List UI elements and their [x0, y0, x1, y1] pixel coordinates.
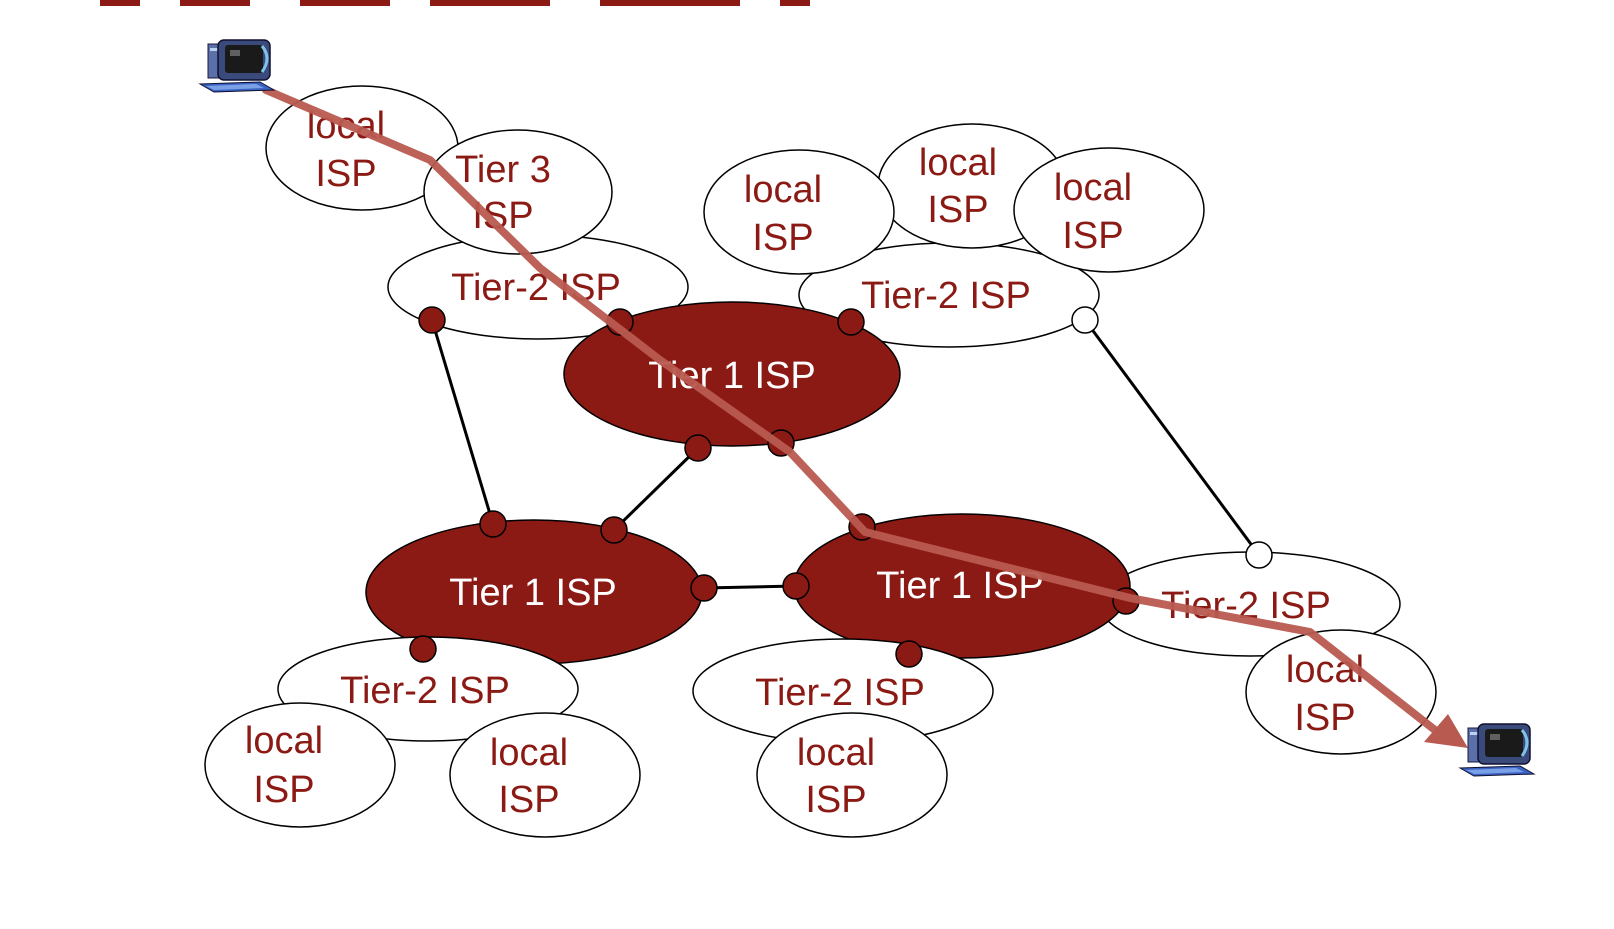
link-tier1-top-to-tier1-left — [612, 446, 700, 532]
local-isp-top-1-line2: ISP — [752, 217, 813, 259]
connection-point — [895, 640, 923, 668]
computer-icon — [1458, 723, 1536, 777]
connection-point — [479, 510, 507, 538]
local-isp-bottom-3-node: local ISP — [756, 712, 948, 838]
link-tier2-topright-to-tier2-right — [1083, 319, 1261, 556]
cut-off-title-fragment — [100, 0, 810, 6]
connection-point — [690, 574, 718, 602]
connection-point — [600, 516, 628, 544]
local-isp-right-line1: local — [1286, 649, 1364, 691]
local-isp-top-1-line1: local — [744, 169, 822, 211]
local-isp-bottom-2-node: local ISP — [449, 712, 641, 838]
connection-point — [409, 635, 437, 663]
tier1-isp-left-label: Tier 1 ISP — [449, 572, 617, 614]
tier2-isp-bottom-mid-label: Tier-2 ISP — [755, 672, 925, 714]
tier2-isp-top-right-node: Tier-2 ISP — [798, 242, 1100, 348]
local-isp-bottom-1-node: local ISP — [204, 702, 396, 828]
tier2-isp-bottom-left-label: Tier-2 ISP — [340, 670, 510, 712]
local-isp-1-line2: ISP — [315, 153, 376, 195]
local-isp-top-1-node: local ISP — [703, 149, 895, 275]
connection-point — [684, 434, 712, 462]
route-path-line — [262, 86, 1444, 738]
local-isp-bottom-1-line2: ISP — [253, 769, 314, 811]
connection-point — [418, 306, 446, 334]
local-isp-top-3-node: local ISP — [1013, 147, 1205, 273]
tier2-isp-top-right-label: Tier-2 ISP — [861, 275, 1031, 317]
peering-links — [430, 319, 1261, 590]
hollow-connection-point — [1071, 306, 1099, 334]
hollow-connection-point — [1245, 541, 1273, 569]
hollow-connection-points — [1071, 306, 1273, 569]
local-isp-bottom-1-line1: local — [245, 720, 323, 762]
local-isp-1-node: local ISP — [265, 85, 459, 211]
link-tier1-left-to-tier1-right — [703, 584, 797, 590]
tier2-isp-top-left-label: Tier-2 ISP — [451, 267, 621, 309]
link-tier2-left-to-tier1-left — [430, 319, 495, 525]
connection-point — [782, 572, 810, 600]
tier2-isp-bottom-mid-node: Tier-2 ISP — [692, 638, 994, 744]
local-isp-bottom-3-line1: local — [797, 732, 875, 774]
route-path — [262, 86, 1468, 748]
local-isp-right-node: local ISP — [1245, 629, 1437, 755]
tier3-isp-line1: Tier 3 — [455, 149, 551, 191]
local-isp-bottom-2-line2: ISP — [498, 779, 559, 821]
local-isp-top-3-line1: local — [1054, 167, 1132, 209]
tier1-isp-top-label: Tier 1 ISP — [648, 355, 816, 397]
tier3-isp-node: Tier 3 ISP — [423, 129, 613, 255]
local-isp-right-line2: ISP — [1294, 697, 1355, 739]
connection-point — [837, 308, 865, 336]
route-arrowhead — [1424, 714, 1468, 748]
local-isp-bottom-3-line2: ISP — [805, 779, 866, 821]
local-isp-top-3-line2: ISP — [1062, 215, 1123, 257]
local-isp-bottom-2-line1: local — [490, 732, 568, 774]
local-isp-top-2-line2: ISP — [927, 189, 988, 231]
computer-icon — [198, 39, 276, 93]
local-isp-top-2-line1: local — [919, 142, 997, 184]
